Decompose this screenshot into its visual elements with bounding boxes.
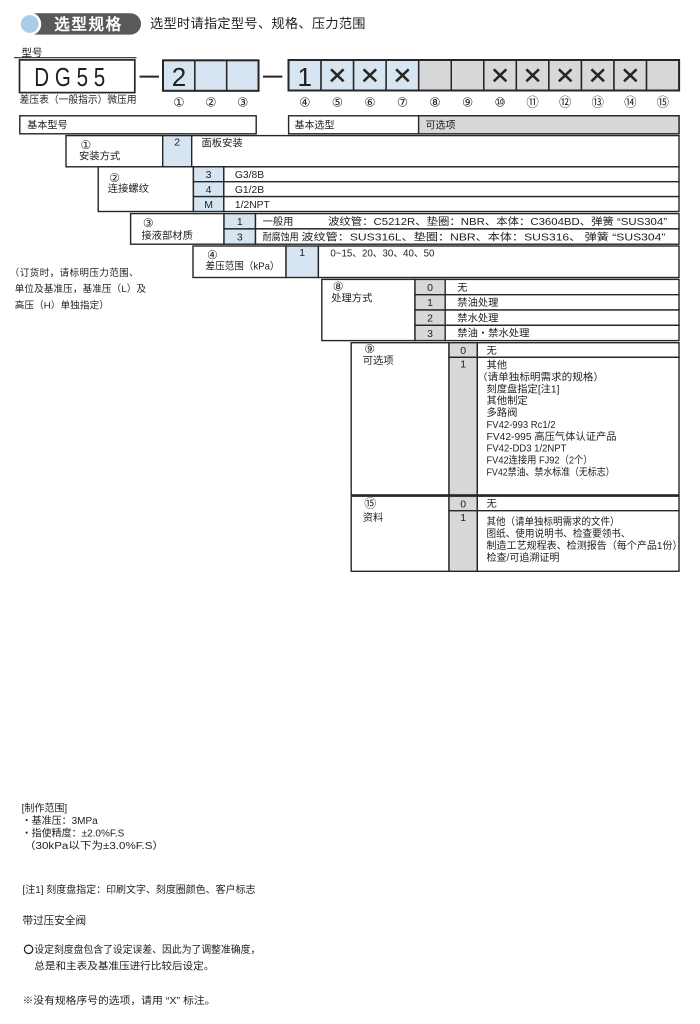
svg-text:安装方式: 安装方式 bbox=[79, 150, 120, 163]
svg-text:多路阀: 多路阀 bbox=[487, 406, 518, 419]
svg-text:④: ④ bbox=[207, 248, 218, 262]
svg-text:・指使精度：±2.0%F.S: ・指使精度：±2.0%F.S bbox=[22, 827, 125, 840]
svg-text:⑮: ⑮ bbox=[657, 96, 669, 110]
svg-text:（30kPa以下为±3.0%F.S）: （30kPa以下为±3.0%F.S） bbox=[24, 840, 164, 852]
svg-text:④: ④ bbox=[299, 96, 310, 110]
svg-text:1: 1 bbox=[427, 297, 433, 309]
svg-text:1: 1 bbox=[299, 247, 305, 259]
svg-text:⑧: ⑧ bbox=[333, 280, 344, 294]
svg-text:其他（请单独标明需求的文件）: 其他（请单独标明需求的文件） bbox=[487, 515, 620, 528]
svg-text:单位及基准压，基准压（L）及: 单位及基准压，基准压（L）及 bbox=[15, 283, 147, 295]
svg-text:⑥: ⑥ bbox=[364, 96, 375, 110]
svg-text:选型规格: 选型规格 bbox=[54, 14, 122, 33]
svg-text:②: ② bbox=[205, 96, 216, 110]
svg-text:制造工艺规程表、检测报告（每个产品1份）: 制造工艺规程表、检测报告（每个产品1份） bbox=[487, 539, 683, 552]
svg-text:DG55: DG55 bbox=[34, 63, 111, 92]
svg-text:⑭: ⑭ bbox=[624, 96, 636, 110]
svg-text:1: 1 bbox=[298, 62, 312, 92]
svg-text:选型时请指定型号、规格、压力范围: 选型时请指定型号、规格、压力范围 bbox=[150, 16, 366, 31]
svg-text:2: 2 bbox=[427, 313, 433, 325]
svg-text:⑨: ⑨ bbox=[462, 96, 473, 110]
svg-text:禁水处理: 禁水处理 bbox=[457, 312, 498, 324]
svg-text:2: 2 bbox=[172, 62, 186, 92]
svg-text:1/2NPT: 1/2NPT bbox=[235, 200, 271, 211]
svg-text:可选项: 可选项 bbox=[363, 354, 394, 367]
svg-text:①: ① bbox=[81, 138, 92, 152]
svg-text:[制作范围]: [制作范围] bbox=[22, 802, 68, 815]
svg-text:面板安装: 面板安装 bbox=[202, 136, 243, 149]
svg-text:3: 3 bbox=[237, 232, 243, 244]
svg-text:⑤: ⑤ bbox=[332, 96, 343, 110]
svg-text:⑮: ⑮ bbox=[364, 496, 376, 510]
svg-text:0: 0 bbox=[427, 282, 433, 294]
svg-text:一般用: 一般用 bbox=[263, 215, 294, 228]
svg-text:型号: 型号 bbox=[22, 46, 43, 59]
svg-text:0~15、20、30、40、50: 0~15、20、30、40、50 bbox=[330, 249, 434, 260]
svg-text:FV42-995 高压气体认证产品: FV42-995 高压气体认证产品 bbox=[487, 430, 617, 443]
svg-text:其他: 其他 bbox=[487, 359, 508, 372]
svg-text:（订货时，请标明压力范围、: （订货时，请标明压力范围、 bbox=[10, 267, 139, 279]
svg-text:※没有规格序号的选项，请用 “X” 标注。: ※没有规格序号的选项，请用 “X” 标注。 bbox=[23, 994, 216, 1007]
svg-text:波纹管：SUS316L、垫圈：NBR、本体：SUS316、: 波纹管：SUS316L、垫圈：NBR、本体：SUS316、 弹簧 “SUS304… bbox=[301, 230, 666, 243]
svg-text:图纸、使用说明书、检查要领书、: 图纸、使用说明书、检查要领书、 bbox=[487, 527, 631, 540]
svg-text:③: ③ bbox=[143, 216, 154, 230]
svg-text:其他制定: 其他制定 bbox=[487, 394, 528, 407]
svg-text:FV42连接用 FJ92（2个）: FV42连接用 FJ92（2个） bbox=[487, 454, 593, 467]
svg-text:⑫: ⑫ bbox=[559, 96, 571, 110]
svg-text:可选项: 可选项 bbox=[426, 118, 456, 131]
svg-text:无: 无 bbox=[457, 283, 467, 294]
svg-text:3: 3 bbox=[427, 328, 433, 340]
svg-text:差压范围（kPa）: 差压范围（kPa） bbox=[206, 260, 280, 273]
svg-text:FV42-DD3 1/2NPT: FV42-DD3 1/2NPT bbox=[487, 444, 568, 455]
svg-text:刻度盘指定[注1]: 刻度盘指定[注1] bbox=[487, 382, 560, 395]
svg-text:FV42禁油、禁水标准（无标志）: FV42禁油、禁水标准（无标志） bbox=[487, 465, 615, 478]
svg-text:⑪: ⑪ bbox=[526, 96, 538, 110]
svg-text:禁油・禁水处理: 禁油・禁水处理 bbox=[457, 327, 529, 340]
svg-text:⑩: ⑩ bbox=[495, 96, 506, 110]
svg-text:M: M bbox=[204, 199, 213, 211]
svg-text:基本型号: 基本型号 bbox=[27, 118, 68, 131]
svg-text:1: 1 bbox=[237, 216, 243, 228]
svg-text:⑦: ⑦ bbox=[397, 96, 408, 110]
svg-text:[注1] 刻度盘指定：印刷文字、刻度圈颜色、客户标志: [注1] 刻度盘指定：印刷文字、刻度圈颜色、客户标志 bbox=[23, 883, 256, 896]
svg-text:无: 无 bbox=[487, 346, 497, 357]
svg-text:波纹管：C5212R、垫圈：NBR、本体：C3604BD、弹: 波纹管：C5212R、垫圈：NBR、本体：C3604BD、弹簧 “SUS304” bbox=[328, 215, 668, 228]
svg-text:②: ② bbox=[109, 171, 120, 185]
svg-text:・基准压：3MPa: ・基准压：3MPa bbox=[22, 814, 99, 827]
svg-text:总是和主表及基准压进行比较后设定。: 总是和主表及基准压进行比较后设定。 bbox=[34, 960, 214, 973]
svg-text:接液部材质: 接液部材质 bbox=[141, 229, 192, 242]
svg-text:基本选型: 基本选型 bbox=[295, 118, 335, 131]
svg-text:资料: 资料 bbox=[363, 511, 384, 524]
svg-text:G3/8B: G3/8B bbox=[235, 170, 264, 181]
svg-text:3: 3 bbox=[206, 169, 212, 181]
svg-text:高压（H）单独指定）: 高压（H）单独指定） bbox=[15, 299, 109, 311]
svg-text:耐腐蚀用: 耐腐蚀用 bbox=[263, 230, 299, 243]
svg-text:1: 1 bbox=[460, 359, 466, 371]
svg-text:4: 4 bbox=[206, 184, 212, 196]
svg-text:处理方式: 处理方式 bbox=[331, 292, 372, 305]
svg-text:③: ③ bbox=[237, 96, 248, 110]
svg-text:⑬: ⑬ bbox=[592, 96, 604, 110]
svg-text:检查/可追溯证明: 检查/可追溯证明 bbox=[487, 551, 560, 564]
svg-text:⑨: ⑨ bbox=[364, 342, 375, 356]
svg-text:0: 0 bbox=[460, 345, 466, 357]
svg-text:G1/2B: G1/2B bbox=[235, 185, 264, 196]
svg-text:2: 2 bbox=[174, 137, 180, 149]
svg-text:FV42-993 Rc1/2: FV42-993 Rc1/2 bbox=[487, 420, 556, 431]
svg-text:1: 1 bbox=[460, 512, 466, 524]
svg-text:①: ① bbox=[173, 96, 184, 110]
svg-text:⑧: ⑧ bbox=[429, 96, 440, 110]
svg-text:设定刻度盘包含了设定误差、因此为了调整准确度，: 设定刻度盘包含了设定误差、因此为了调整准确度， bbox=[34, 943, 260, 956]
svg-text:无: 无 bbox=[487, 499, 497, 510]
svg-text:0: 0 bbox=[460, 498, 466, 510]
svg-text:（请单独标明需求的规格）: （请单独标明需求的规格） bbox=[477, 370, 604, 383]
svg-text:差压表（一般指示）微压用: 差压表（一般指示）微压用 bbox=[20, 93, 137, 106]
svg-text:带过压安全阀: 带过压安全阀 bbox=[23, 914, 87, 927]
svg-text:禁油处理: 禁油处理 bbox=[457, 296, 498, 309]
svg-text:连接螺纹: 连接螺纹 bbox=[108, 182, 150, 195]
